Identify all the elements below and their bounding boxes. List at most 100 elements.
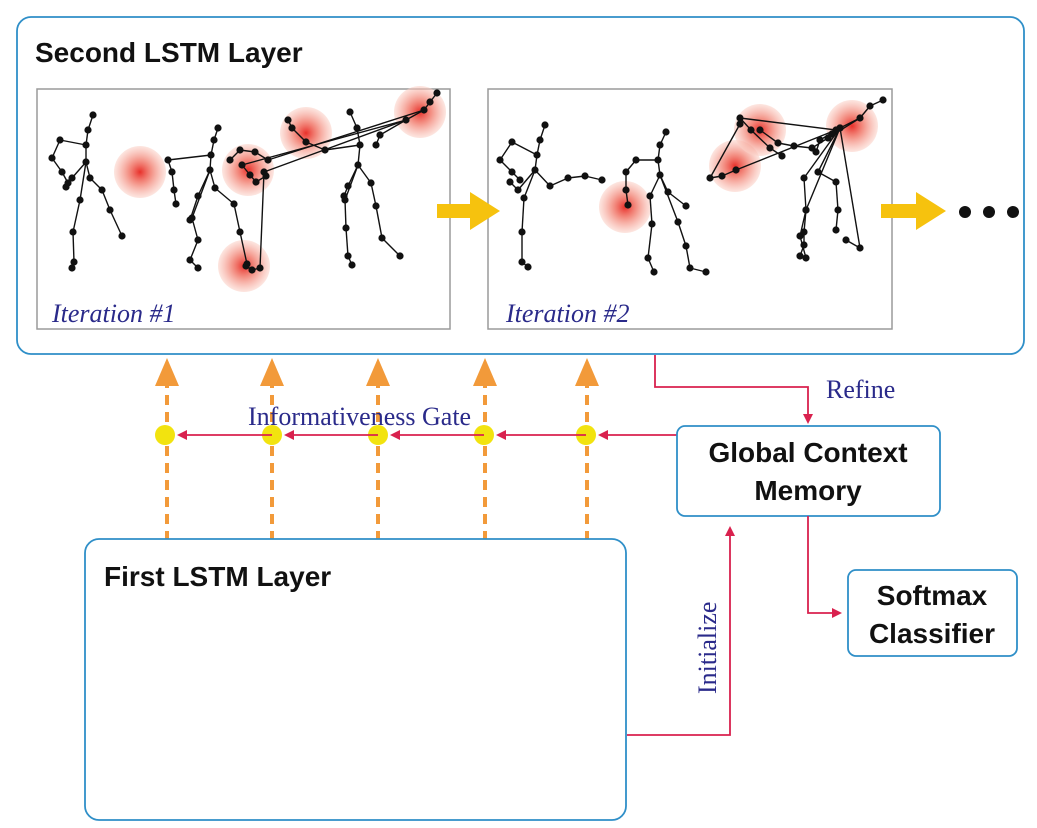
arrow-head (155, 358, 179, 386)
skeleton-bone (523, 169, 536, 199)
skeleton-joint (246, 171, 254, 179)
skeleton-bone (345, 227, 349, 257)
skeleton-bone (511, 141, 538, 156)
skeleton-joint (341, 196, 349, 204)
skeleton-joint (664, 188, 672, 196)
skeleton-joint (194, 192, 202, 200)
skeleton-bone (72, 199, 81, 233)
skeleton-bone (214, 187, 235, 205)
skeleton-bone (521, 197, 525, 233)
skeleton-joint (506, 178, 514, 186)
skeleton-joint (48, 154, 56, 162)
skeleton-bone (324, 144, 361, 151)
skeleton-joint (832, 178, 840, 186)
skeleton-joint (581, 172, 589, 180)
skeleton-joint (802, 206, 810, 214)
skeleton-bone (167, 154, 212, 161)
skeleton-joint (69, 228, 77, 236)
skeleton-joint (236, 228, 244, 236)
skeleton-joint (802, 254, 810, 262)
skeleton-joint (756, 126, 764, 134)
skeleton-joint (188, 214, 196, 222)
skeleton-bone (649, 195, 653, 225)
skeleton-joint (207, 151, 215, 159)
skeleton-joint (264, 156, 272, 164)
skeleton-joint (342, 224, 350, 232)
skeleton-joint (372, 202, 380, 210)
skeleton-bone (649, 174, 661, 197)
skeleton-bone (735, 129, 837, 171)
skeleton-joint (433, 89, 441, 97)
skeleton-joint (656, 171, 664, 179)
attention-glow (599, 181, 651, 233)
skeleton-joint (248, 266, 256, 274)
skeleton-joint (706, 174, 714, 182)
skeleton-joint (732, 166, 740, 174)
skeleton-joint (82, 141, 90, 149)
skeleton-joint (367, 179, 375, 187)
skeleton-joint (518, 258, 526, 266)
skeleton-joint (834, 206, 842, 214)
attention-glow (280, 107, 332, 159)
skeleton-joint (624, 201, 632, 209)
skeleton-joint (662, 128, 670, 136)
skeleton-figure (706, 114, 864, 260)
skeleton-joint (646, 192, 654, 200)
skeleton-joint (420, 106, 428, 114)
skeleton-joint (194, 236, 202, 244)
skeleton-joint (82, 158, 90, 166)
skeleton-bone (233, 203, 241, 233)
skeleton-joint (682, 202, 690, 210)
skeleton-bone (499, 141, 513, 161)
orange-upward-arrows (155, 358, 599, 541)
skeleton-joint (70, 258, 78, 266)
skeleton-bone (59, 139, 87, 146)
skeleton-bone (375, 205, 383, 239)
skeleton-joint (68, 264, 76, 272)
skeleton-joint (808, 144, 816, 152)
skeleton-joint (856, 244, 864, 252)
skeleton-bone (805, 127, 841, 211)
attention-glow (114, 146, 166, 198)
skeleton-joint (814, 168, 822, 176)
skeleton-joint (348, 261, 356, 269)
skeleton-bone (739, 117, 837, 131)
skeleton-joint (378, 234, 386, 242)
skeleton-joint (747, 126, 755, 134)
skeleton-bone (263, 119, 407, 173)
skeleton-bone (370, 182, 377, 207)
skeleton-joint (842, 236, 850, 244)
skeleton-bone (517, 169, 536, 191)
skeleton-bone (381, 237, 401, 257)
skeleton-joint (702, 268, 710, 276)
skeleton-bone (267, 109, 425, 161)
skeleton-joint (516, 176, 524, 184)
skeleton-bone (677, 221, 687, 247)
skeleton-joint (76, 196, 84, 204)
classifier-label-line2: Classifier (869, 618, 995, 649)
skeleton-joint (648, 220, 656, 228)
skeleton-bone (239, 231, 248, 265)
skeleton-bone (839, 127, 861, 249)
gate-dot (155, 425, 175, 445)
skeleton-joint (58, 168, 66, 176)
skeleton-joint (164, 156, 172, 164)
skeleton-joint (520, 194, 528, 202)
skeleton-joint (354, 161, 362, 169)
skeleton-joint (260, 168, 268, 176)
ellipsis-dots (959, 206, 1019, 218)
skeleton-joint (800, 228, 808, 236)
skeleton-joint (533, 151, 541, 159)
skeleton-joint (518, 228, 526, 236)
skeleton-joint (564, 174, 572, 182)
skeleton-joint (524, 263, 532, 271)
skeleton-joint (766, 144, 774, 152)
skeleton-joint (541, 121, 549, 129)
skeleton-joint (302, 138, 310, 146)
skeleton-joint (426, 98, 434, 106)
skeleton-joint (866, 102, 874, 110)
skeleton-bone (803, 209, 807, 233)
skeleton-joint (230, 200, 238, 208)
skeleton-bone (109, 209, 123, 237)
skeleton-bone (647, 223, 653, 259)
